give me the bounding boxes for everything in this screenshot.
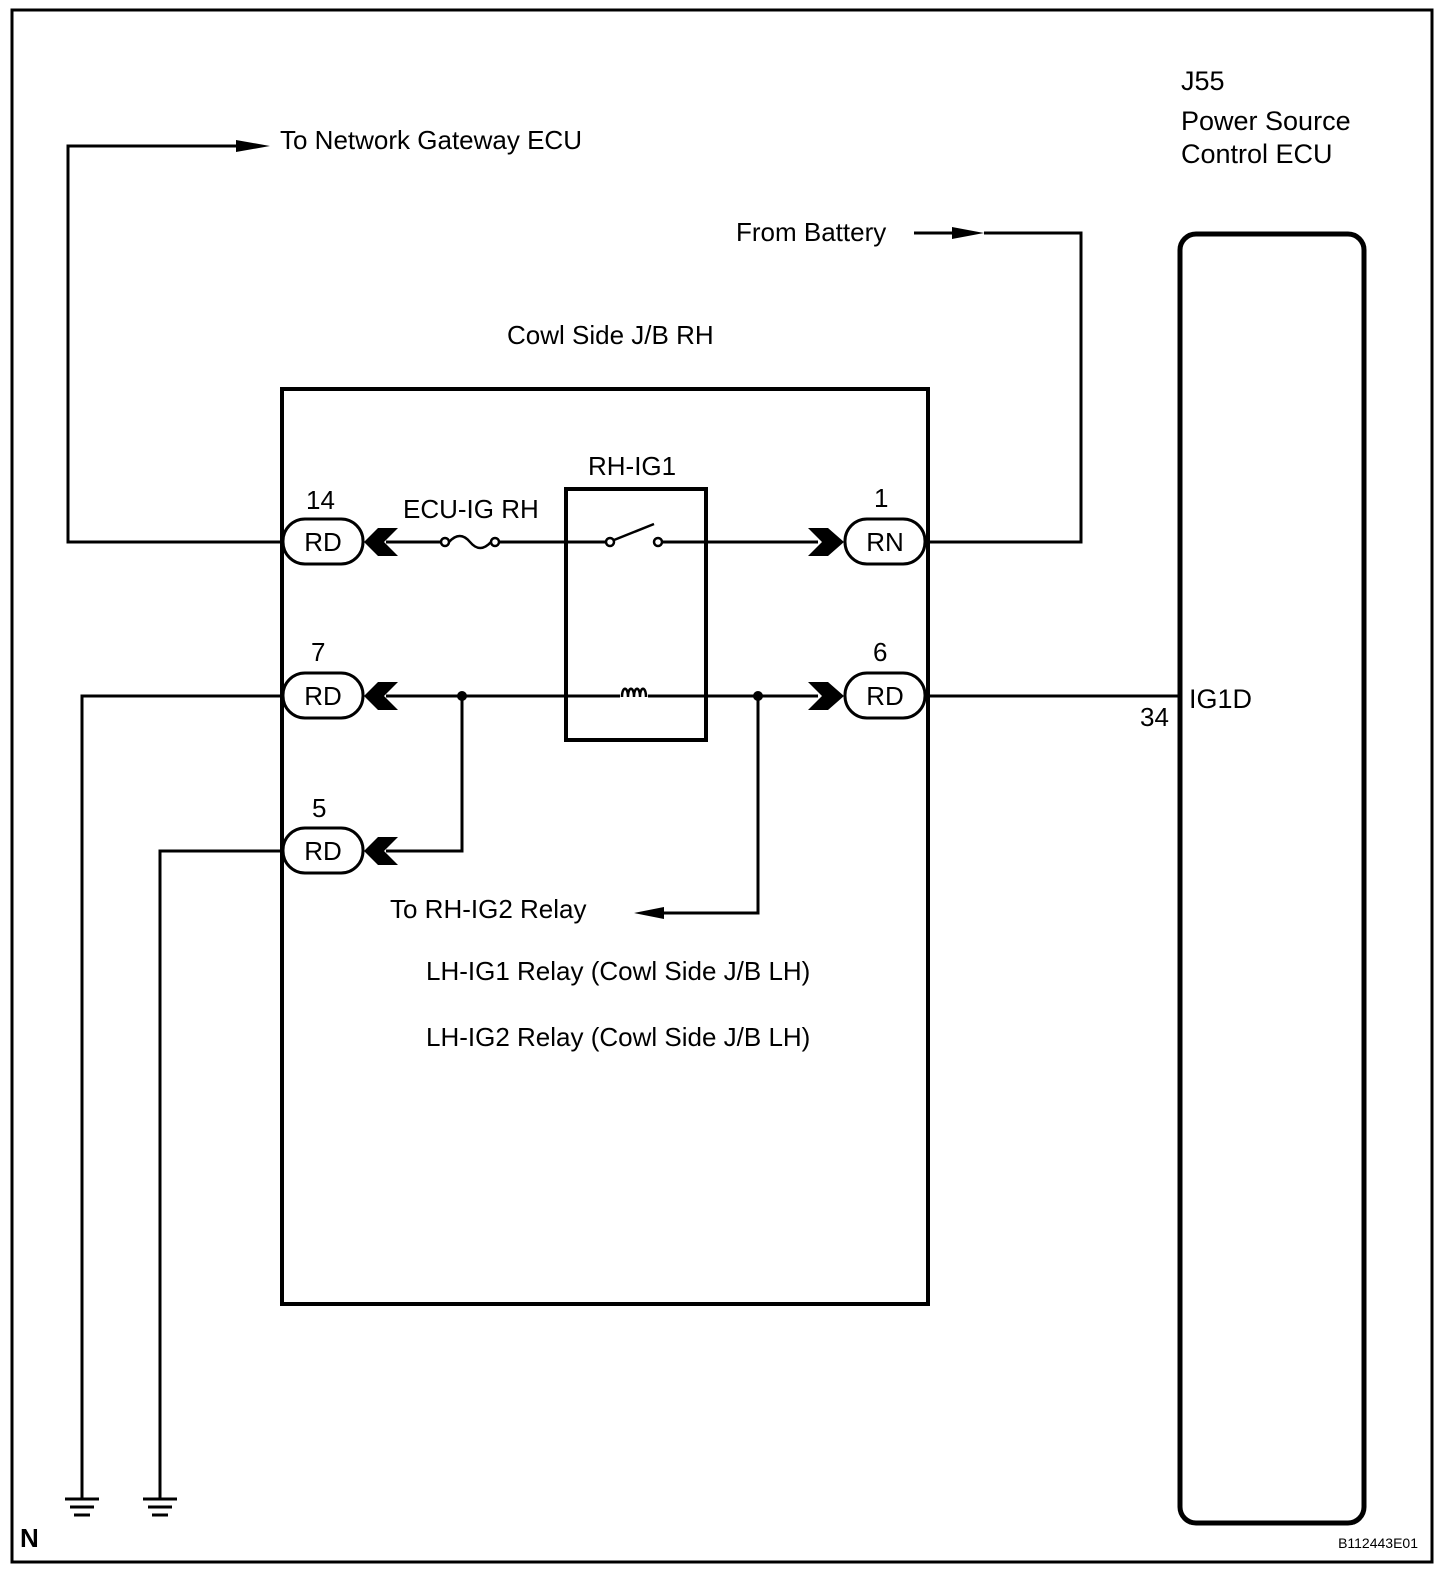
connector-7: 7 RD	[281, 637, 398, 720]
connector-7-arrow-icon	[364, 682, 398, 710]
connector-5-arrow-icon	[364, 837, 398, 865]
connector-14: 14 RD	[281, 485, 398, 566]
fuse-icon	[439, 534, 501, 550]
junction-box-title: Cowl Side J/B RH	[507, 320, 714, 350]
relay-name: RH-IG1	[588, 451, 676, 481]
connector-7-pin: 7	[311, 637, 325, 667]
corner-mark: N	[20, 1523, 39, 1553]
ground-icon	[143, 1497, 177, 1517]
to-gateway-label: To Network Gateway ECU	[280, 125, 582, 155]
from-battery-label: From Battery	[736, 217, 886, 247]
pin5-ground-wire	[158, 849, 282, 1498]
connector-6-code: RD	[866, 681, 904, 711]
connector-1-code: RN	[866, 527, 904, 557]
connector-14-pin: 14	[306, 485, 335, 515]
splice-to-pin5-wire	[386, 696, 464, 853]
connector-14-arrow-icon	[364, 528, 398, 556]
ecu-pin-number: 34	[1140, 702, 1169, 732]
fuse-name: ECU-IG RH	[403, 494, 539, 524]
connector-7-code: RD	[304, 681, 342, 711]
ecu-body	[1177, 231, 1367, 1526]
ecu-pin-name: IG1D	[1189, 684, 1252, 714]
relay-outline	[564, 487, 708, 742]
battery-wire	[926, 231, 1083, 544]
relay-coil-icon	[620, 687, 648, 698]
relay-switch-icon	[604, 522, 664, 548]
gateway-wire	[66, 144, 282, 544]
connector-6-arrow-icon	[808, 682, 844, 710]
gateway-arrow-icon	[236, 140, 270, 152]
figure-code: B112443E01	[1338, 1535, 1418, 1551]
connector-6: 6 RD	[808, 637, 927, 720]
ecu-name-line2: Control ECU	[1181, 139, 1333, 169]
ecu-name-line1: Power Source	[1181, 106, 1351, 136]
connector-6-pin: 6	[873, 637, 887, 667]
connector-1-arrow-icon	[808, 528, 844, 556]
rh-ig2-arrow-icon	[634, 907, 664, 919]
to-rh-ig2-wire	[660, 696, 760, 915]
pin7-ground-wire	[80, 694, 282, 1498]
connector-5-pin: 5	[312, 793, 326, 823]
lh-ig2-label: LH-IG2 Relay (Cowl Side J/B LH)	[426, 1022, 810, 1052]
connector-14-code: RD	[304, 527, 342, 557]
battery-arrow-icon	[952, 227, 984, 239]
to-rh-ig2-label: To RH-IG2 Relay	[390, 894, 587, 924]
lh-ig1-label: LH-IG1 Relay (Cowl Side J/B LH)	[426, 956, 810, 986]
connector-5-code: RD	[304, 836, 342, 866]
connector-5: 5 RD	[281, 793, 398, 875]
ecu-id: J55	[1181, 66, 1225, 96]
connector-1-pin: 1	[874, 483, 888, 513]
ground-icon	[65, 1497, 99, 1517]
page-frame	[10, 8, 1434, 1564]
connector-1: 1 RN	[808, 483, 927, 566]
